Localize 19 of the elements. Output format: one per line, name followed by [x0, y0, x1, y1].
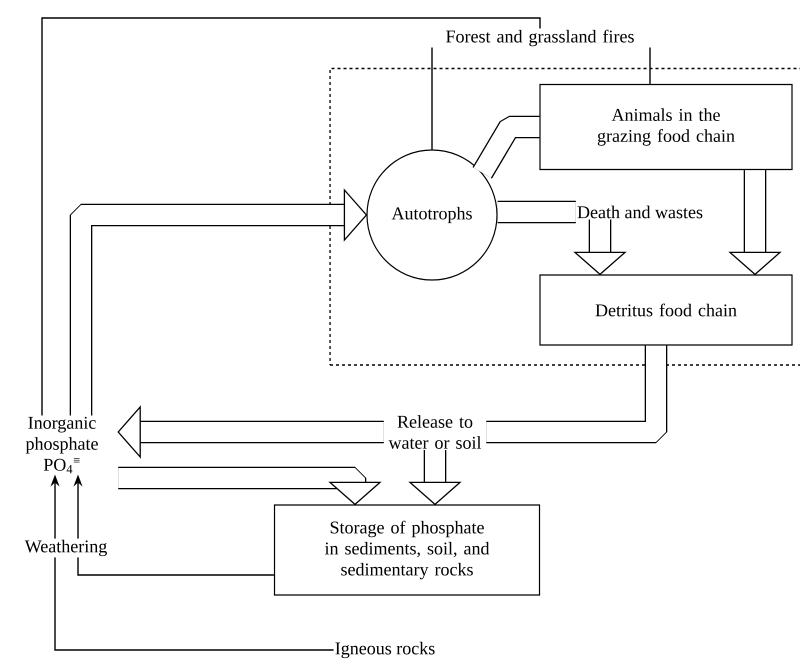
- double-line-connector: [472, 116, 540, 179]
- pool-label: Inorganic phosphate PO$_{4}$≡: [26, 416, 98, 474]
- connector-line: [431, 47, 433, 150]
- flow-label: Death and wastes: [578, 206, 702, 218]
- flow-label: Forest and grassland fires: [446, 30, 634, 46]
- flow-label: Weathering: [24, 540, 107, 556]
- dashed-boundary: [329, 68, 800, 366]
- flow-label: Igneous rocks: [335, 642, 435, 658]
- process-box: Storage of phosphate in sediments, soil, and sedimentary rocks: [274, 504, 540, 596]
- connector-line: [649, 47, 651, 84]
- connector-line: [41, 17, 541, 416]
- flow-label: Release to water or soil: [388, 415, 482, 449]
- process-box: Detritus food chain: [539, 274, 793, 346]
- circle-node: Autotrophs: [366, 149, 498, 281]
- connector-line: [77, 557, 274, 576]
- process-box: Animals in the grazing food chain: [539, 84, 793, 170]
- connector-line: [54, 557, 334, 651]
- double-line-connector: [498, 200, 576, 224]
- double-line-connector: [486, 346, 668, 444]
